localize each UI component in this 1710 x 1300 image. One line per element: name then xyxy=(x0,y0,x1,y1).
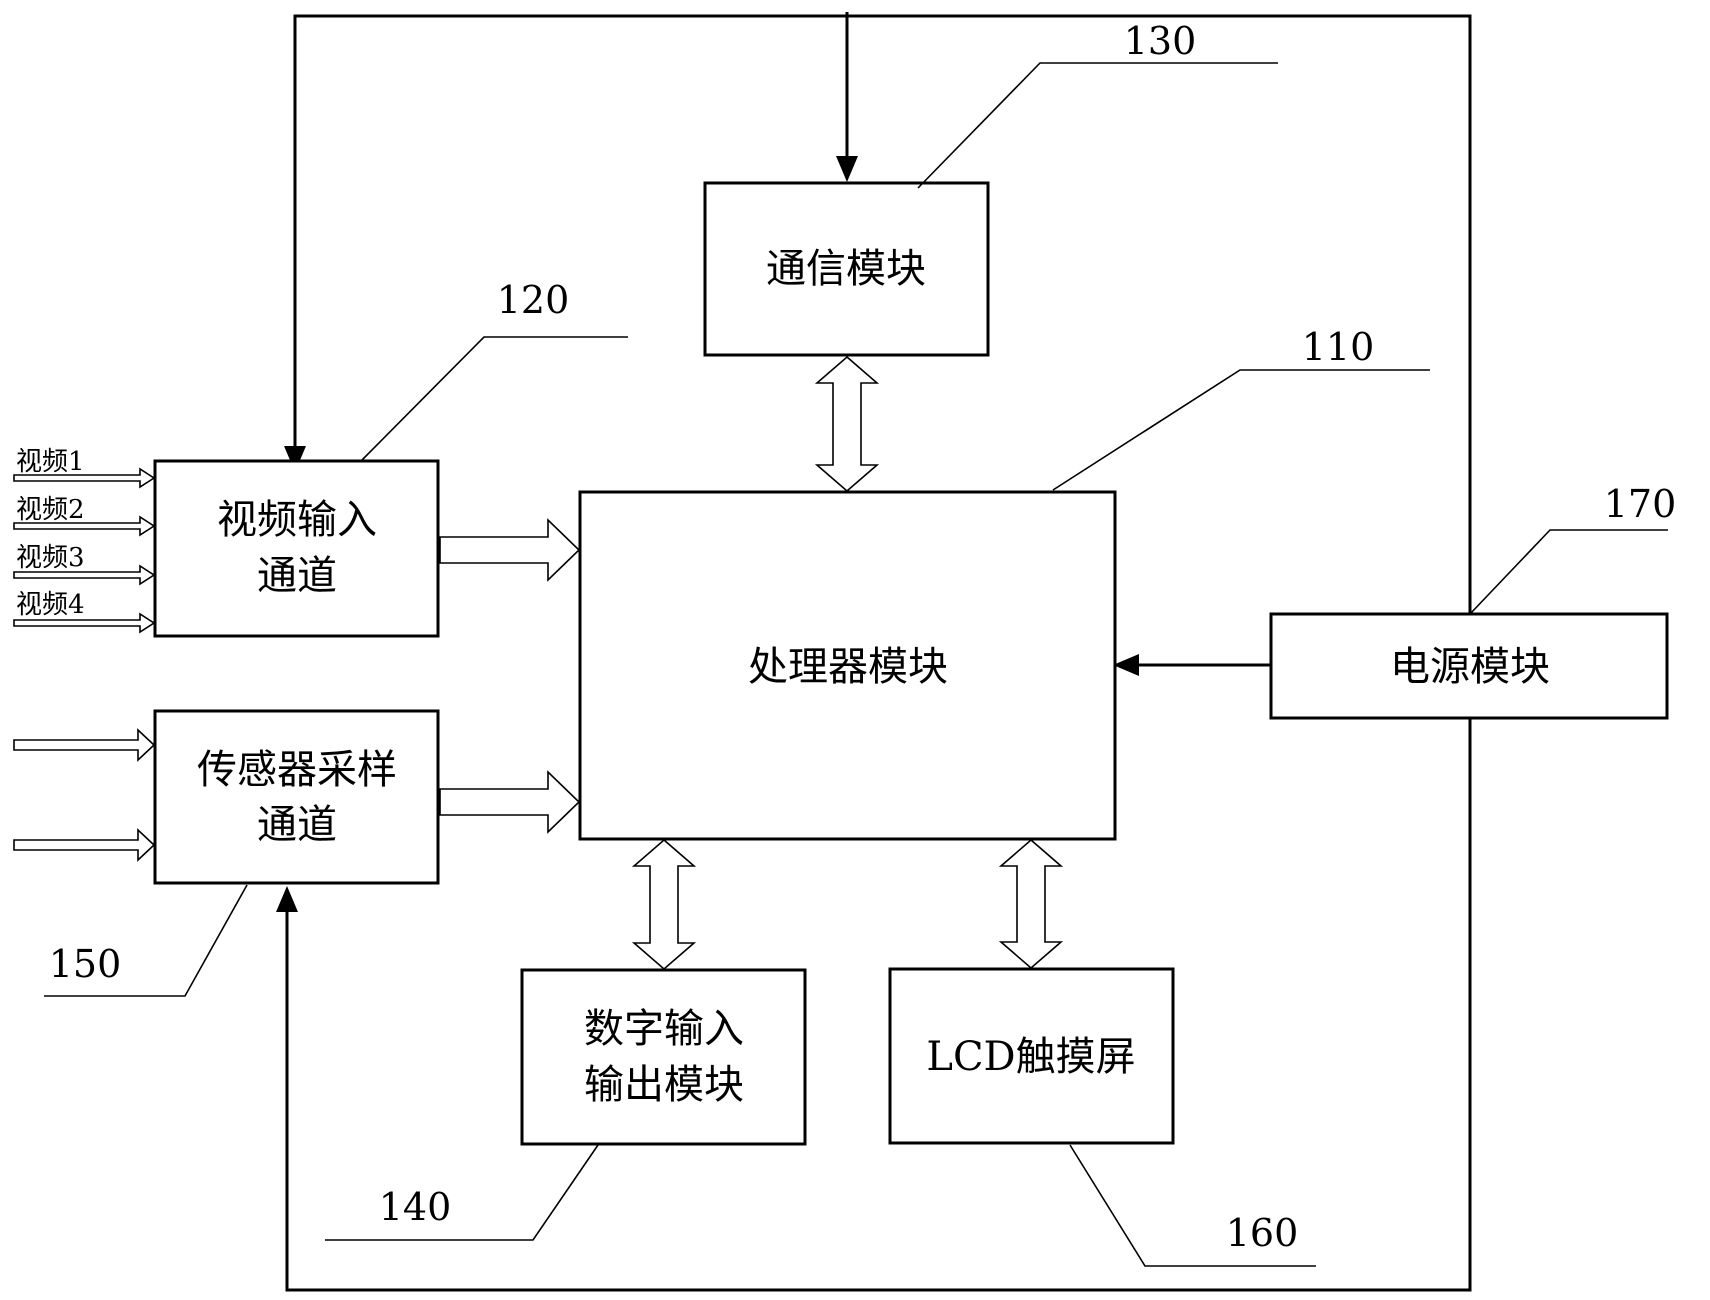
leader-130 xyxy=(918,63,1278,188)
ref-160: 160 xyxy=(1226,1211,1299,1255)
ref-150: 150 xyxy=(49,942,122,986)
bidirectional-arrow-comm-processor xyxy=(817,357,877,491)
ref-110: 110 xyxy=(1302,325,1375,369)
leader-110 xyxy=(1053,370,1430,490)
digital-io-module-label-line1: 数字输入 xyxy=(584,1006,744,1052)
communication-module-label: 通信模块 xyxy=(766,246,926,292)
lcd-touchscreen-label: LCD触摸屏 xyxy=(926,1034,1135,1080)
digital-io-module-box xyxy=(522,970,805,1144)
sensor-sampling-channel-label-line2: 通道 xyxy=(257,802,337,848)
arrowhead-processor-power xyxy=(1113,654,1139,676)
leader-140 xyxy=(325,1145,598,1240)
digital-io-module-label-line2: 输出模块 xyxy=(584,1062,744,1108)
bidirectional-arrow-processor-digital-io xyxy=(634,840,694,969)
video-input-channel-box xyxy=(155,461,438,636)
sensor-input-2-arrow xyxy=(14,830,154,860)
ref-140: 140 xyxy=(379,1185,452,1229)
video-source-4-label: 视频4 xyxy=(16,590,85,620)
bidirectional-arrow-processor-lcd xyxy=(1001,840,1061,968)
leader-120 xyxy=(362,337,628,460)
arrow-video-input-to-processor xyxy=(440,520,579,580)
video-source-2-label: 视频2 xyxy=(16,495,85,525)
sensor-input-1-arrow xyxy=(14,730,154,760)
video-input-channel-label-line2: 通道 xyxy=(257,553,337,599)
leader-170 xyxy=(1470,530,1668,614)
video-source-3-label: 视频3 xyxy=(16,543,85,573)
arrowhead-sensor-sampling xyxy=(276,886,298,912)
ref-130: 130 xyxy=(1124,19,1197,63)
power-module-label: 电源模块 xyxy=(1390,644,1550,690)
sensor-sampling-channel-label-line1: 传感器采样 xyxy=(197,747,397,793)
processor-module-label: 处理器模块 xyxy=(748,644,948,690)
ref-120: 120 xyxy=(497,278,570,322)
arrow-sensor-to-processor xyxy=(440,772,579,832)
sensor-sampling-channel-box xyxy=(155,711,438,883)
arrowhead-communication xyxy=(836,156,858,182)
video-input-channel-label-line1: 视频输入 xyxy=(217,497,377,543)
video-source-1-label: 视频1 xyxy=(16,447,85,477)
ref-170: 170 xyxy=(1604,482,1677,526)
